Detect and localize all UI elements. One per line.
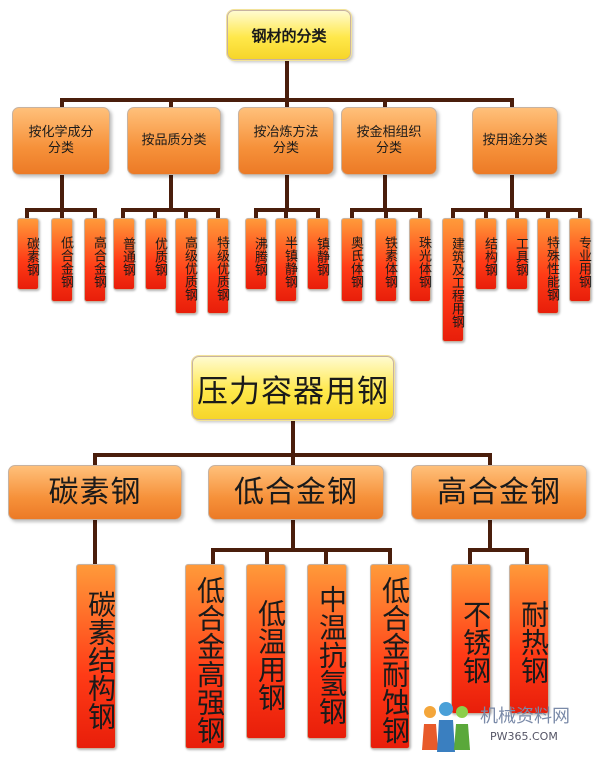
leaf-quality-steel: 优质钢 <box>145 218 167 290</box>
leaf-carbon-steel: 碳素钢 <box>17 218 39 290</box>
steel-classification-root: 钢材的分类 <box>227 10 351 60</box>
category-metallographic: 按金相组织分类 <box>341 107 437 175</box>
leaf-low-alloy-steel: 低合金钢 <box>51 218 73 302</box>
leaf-low-alloy-high-strength-steel: 低合金高强钢 <box>185 564 226 749</box>
leaf-carbon-structural-steel: 碳素结构钢 <box>76 564 117 749</box>
category-carbon-steel: 碳素钢 <box>8 465 182 520</box>
leaf-specialized-steel: 专业用钢 <box>569 218 591 302</box>
leaf-stainless-steel: 不锈钢 <box>451 564 492 714</box>
leaf-structural-steel: 结构钢 <box>475 218 497 290</box>
category-low-alloy-steel: 低合金钢 <box>208 465 384 520</box>
leaf-special-performance-steel: 特殊性能钢 <box>537 218 559 314</box>
leaf-rimmed-steel: 沸腾钢 <box>245 218 267 290</box>
watermark-site: PW365.COM <box>490 730 558 743</box>
leaf-medium-temp-hydrogen-resistant-steel: 中温抗氢钢 <box>307 564 348 739</box>
category-high-alloy-steel: 高合金钢 <box>411 465 587 520</box>
leaf-construction-steel: 建筑及工程用钢 <box>442 218 464 342</box>
category-usage: 按用途分类 <box>472 107 558 175</box>
watermark: 机械资料网 PW365.COM <box>416 698 600 754</box>
leaf-ferritic-steel: 铁素体钢 <box>375 218 397 302</box>
pressure-vessel-steel-root: 压力容器用钢 <box>192 356 394 420</box>
leaf-high-alloy-steel: 高合金钢 <box>84 218 106 302</box>
leaf-semi-killed-steel: 半镇静钢 <box>275 218 297 302</box>
category-quality: 按品质分类 <box>127 107 221 175</box>
people-logo-icon <box>422 702 470 752</box>
leaf-tool-steel: 工具钢 <box>506 218 528 290</box>
watermark-brand: 机械资料网 <box>480 706 570 727</box>
leaf-pearlitic-steel: 珠光体钢 <box>409 218 431 302</box>
leaf-killed-steel: 镇静钢 <box>307 218 329 290</box>
leaf-austenitic-steel: 奥氏体钢 <box>341 218 363 302</box>
leaf-low-alloy-corrosion-resistant-steel: 低合金耐蚀钢 <box>370 564 411 749</box>
leaf-special-quality-steel: 特级优质钢 <box>207 218 229 314</box>
category-smelting-method: 按冶炼方法分类 <box>238 107 334 175</box>
leaf-high-quality-steel: 高级优质钢 <box>175 218 197 314</box>
category-chemical-composition: 按化学成分分类 <box>12 107 110 175</box>
leaf-low-temperature-steel: 低温用钢 <box>246 564 287 739</box>
leaf-ordinary-steel: 普通钢 <box>113 218 135 290</box>
leaf-heat-resistant-steel: 耐热钢 <box>509 564 550 714</box>
